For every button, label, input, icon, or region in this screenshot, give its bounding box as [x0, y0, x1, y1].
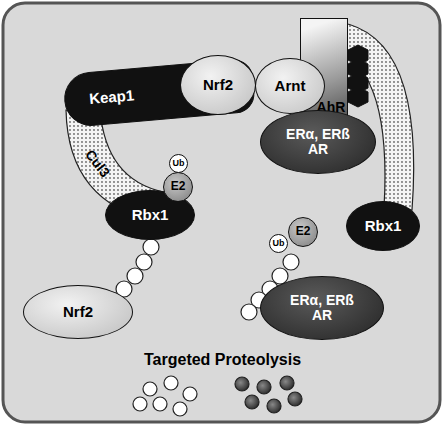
node-text: Nrf2 [63, 304, 93, 321]
node-text: Nrf2 [203, 77, 233, 94]
receptor-ellipse: ERα, ERß AR [260, 276, 384, 340]
node-text: Ub [273, 239, 285, 249]
protein-ellipse: Nrf2 [180, 55, 256, 115]
ligand-hexagons [348, 45, 368, 107]
protein-ellipse: Nrf2 [23, 285, 133, 339]
node-text: ERα, ERß AR [284, 293, 360, 324]
receptor-ellipse: ERα, ERß AR [260, 110, 376, 174]
e2-circle: E2 [163, 172, 193, 202]
node-text: E2 [171, 180, 186, 193]
node-text: ERα, ERß AR [280, 127, 356, 158]
figure-label: Targeted Proteolysis [144, 351, 301, 369]
node-text: Rbx1 [132, 207, 169, 224]
protein-ellipse: Arnt [255, 58, 325, 114]
node-text: Arnt [275, 78, 306, 95]
background-panel [3, 3, 440, 422]
ubiquitin-circle: Ub [269, 234, 288, 253]
peptide-fragments [235, 376, 302, 413]
node-text: E2 [296, 225, 311, 238]
peptide-fragments [133, 376, 197, 416]
ubiquitin-circle: Ub [169, 154, 188, 173]
node-text: Ub [173, 159, 185, 169]
node-text: Keap1 [89, 87, 135, 107]
node-text: Rbx1 [365, 218, 402, 235]
ring-ellipse: Rbx1 [346, 201, 420, 251]
e2-circle: E2 [288, 217, 318, 247]
